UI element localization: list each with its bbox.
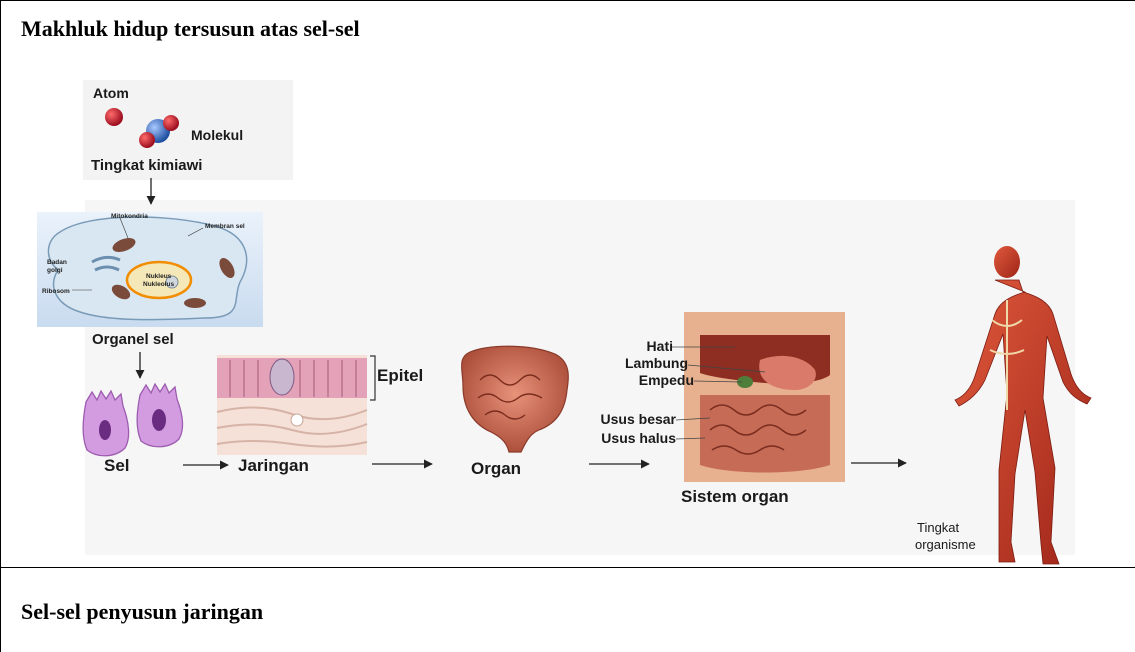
ribosome-label: Ribosom	[42, 288, 70, 295]
organ-system-caption: Sistem organ	[681, 487, 789, 506]
epithelium-label: Epitel	[377, 366, 423, 385]
cell-caption: Sel	[104, 456, 130, 475]
molecule-label: Molekul	[191, 127, 243, 143]
small-intestine-label: Usus halus	[601, 430, 676, 446]
membrane-label: Membran sel	[205, 223, 245, 230]
nucleus-shape	[127, 262, 191, 298]
cell-nucleus-icon	[99, 420, 111, 440]
nucleus-label: Nukleus	[146, 273, 172, 280]
stomach-label: Lambung	[625, 355, 688, 371]
chemical-level-label: Tingkat kimiawi	[91, 157, 202, 174]
goblet-cell-icon	[270, 359, 294, 395]
gallbladder-label: Empedu	[639, 372, 694, 388]
organ-caption: Organ	[471, 459, 521, 478]
atom-label: Atom	[93, 85, 129, 101]
nucleolus-label: Nukleolus	[143, 281, 174, 288]
tissue-caption: Jaringan	[238, 456, 309, 475]
golgi-label-line1: Badan	[47, 259, 67, 266]
cell-nucleus-icon	[152, 409, 166, 431]
mitochondrion-icon	[184, 298, 206, 308]
large-intestine-label: Usus besar	[601, 411, 677, 427]
organism-label-line1: Tingkat	[917, 520, 960, 535]
head-icon	[994, 246, 1020, 278]
organism-label-line2: organisme	[915, 537, 976, 552]
organelle-caption: Organel sel	[92, 331, 174, 348]
golgi-label-line2: golgi	[47, 267, 63, 274]
vessel-icon	[291, 414, 303, 426]
liver-label: Hati	[647, 338, 673, 354]
atom-icon	[105, 108, 123, 126]
mitochondria-label: Mitokondria	[111, 213, 148, 220]
